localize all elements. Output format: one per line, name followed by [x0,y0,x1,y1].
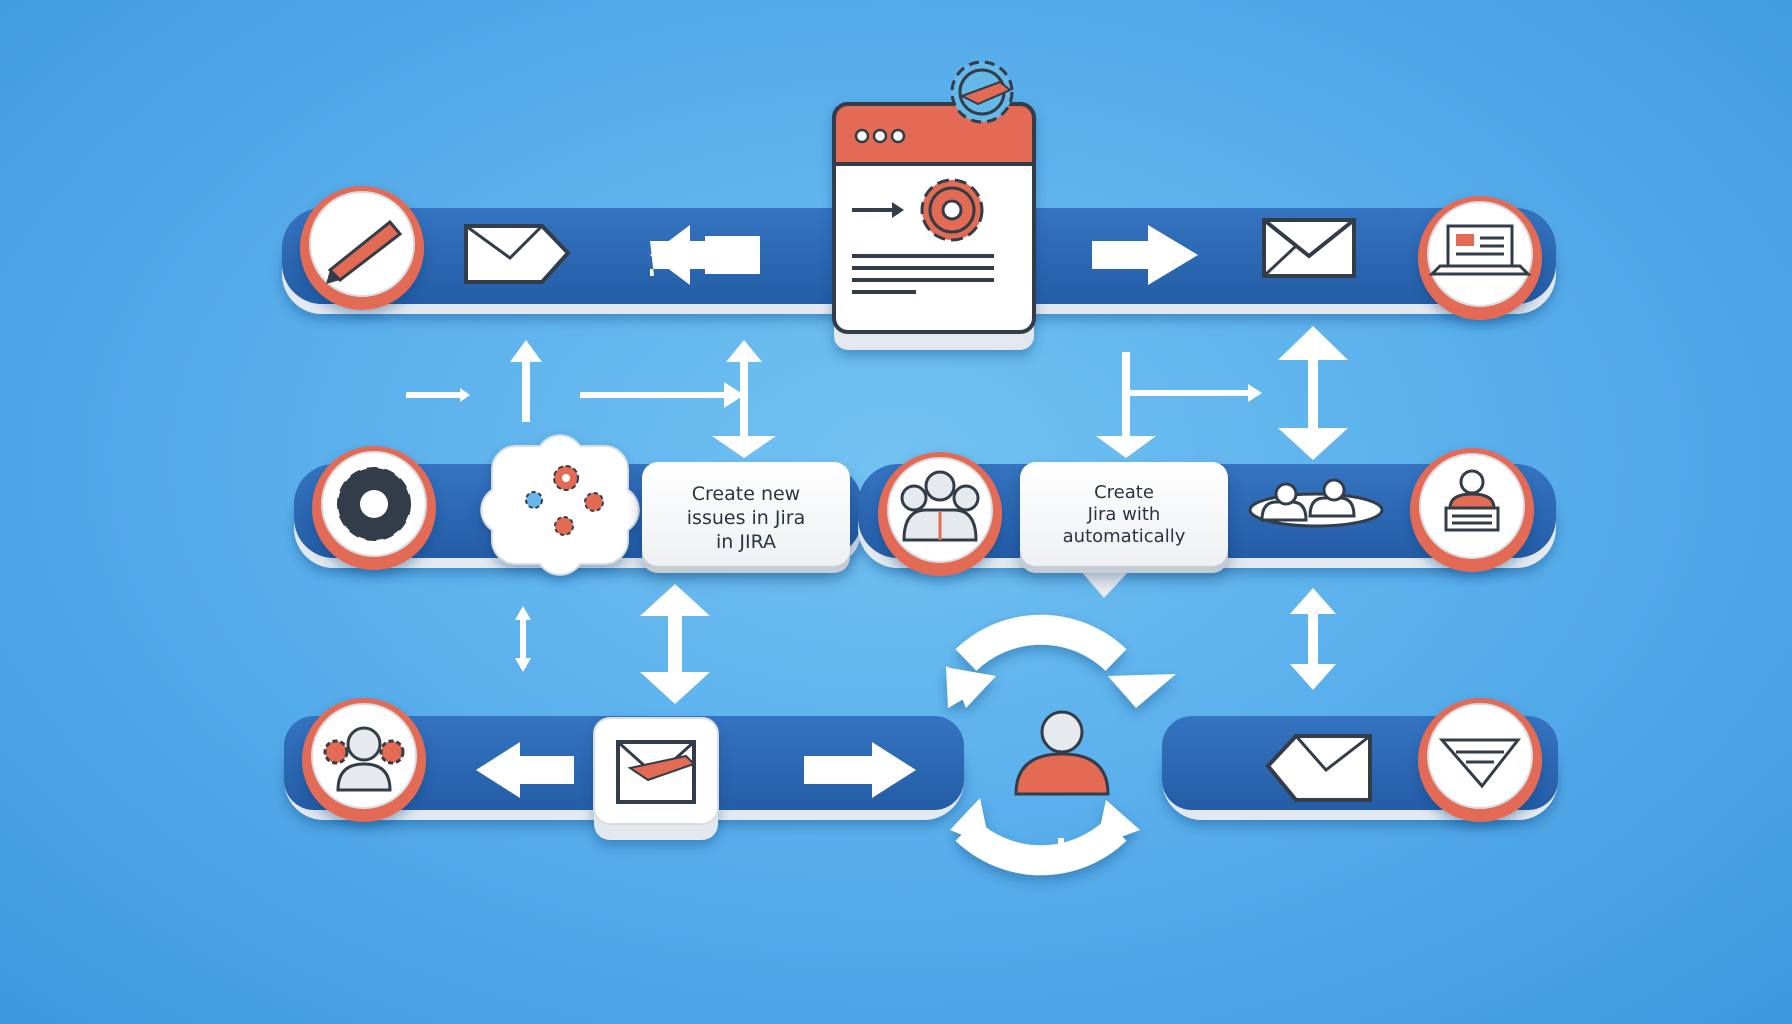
envelope-open-icon [1438,738,1522,789]
arrow-head [1248,384,1262,402]
auto-label-box[interactable]: Create Jira with automatically [1020,462,1228,566]
arrow-line [406,392,466,398]
browser-arrow-icon [852,202,904,218]
arrow-line [1126,390,1256,396]
arrow-stem [1122,352,1130,442]
arrow-down-head [640,672,710,704]
arrow-left-head [650,225,690,285]
pencil-icon [326,219,403,284]
bottom-right-envelope-icon [1265,734,1372,802]
arrow-right [804,742,916,798]
arrow-down-head [1278,428,1348,460]
arrow-down-head [1096,436,1156,458]
team-link-icon [1248,478,1384,528]
browser-window-dots-icon [854,128,906,144]
browser-text-lines-icon [852,254,994,294]
auto-label-line2: Jira with [1087,504,1161,525]
arrow-stem [520,618,526,668]
issues-label-box[interactable]: Create new issues in Jira in JIRA [642,462,850,566]
gears-cluster-icon [525,465,604,536]
arrow-left [476,742,574,798]
arrow-stem [740,360,748,446]
laptop-icon [1428,224,1532,276]
arrow-up-head [510,340,542,362]
arrow-down-head [1290,664,1336,690]
arrow-down-head [712,436,776,458]
issues-label-line3: in JIRA [716,531,776,553]
arrow-right [1092,241,1148,269]
arrow-up-head [1290,588,1336,614]
top-right-envelope-icon [1262,218,1356,278]
auto-label-line3: automatically [1062,526,1186,547]
issues-label-line1: Create new [691,483,801,505]
mail-plane-icon [616,740,696,804]
arrow-up-head [1278,326,1348,360]
arrow-up-head [515,606,531,620]
team-icon [900,470,980,542]
top-left-envelope-icon [464,224,571,284]
connector-arrows [406,225,1348,798]
browser-gear-icon [920,178,984,242]
auto-label-line1: Create [1094,482,1154,503]
arrow-up-head [726,340,762,362]
floating-gear-plane-icon [950,60,1014,124]
arrow-line [580,392,740,398]
user-cycle-icon [1014,710,1110,870]
user-desk-icon [1444,469,1500,532]
gears-cluster-tile[interactable] [480,434,640,576]
arrow-stem [1308,350,1318,440]
cycle-arrows [946,614,1176,876]
issues-label-line2: issues in Jira [686,507,806,529]
arrow-stem [668,610,682,680]
arrow-up-head [640,584,710,616]
arrow-right-head [1148,225,1198,285]
gear-icon [337,467,411,541]
arrow-down-head [515,658,531,672]
arrow-head [724,382,744,408]
arrow-head [460,388,470,402]
arrow-stem [1308,610,1318,676]
arrow-up-stem [522,360,530,422]
user-gears-icon [323,726,405,792]
label-pointer [1080,570,1130,598]
